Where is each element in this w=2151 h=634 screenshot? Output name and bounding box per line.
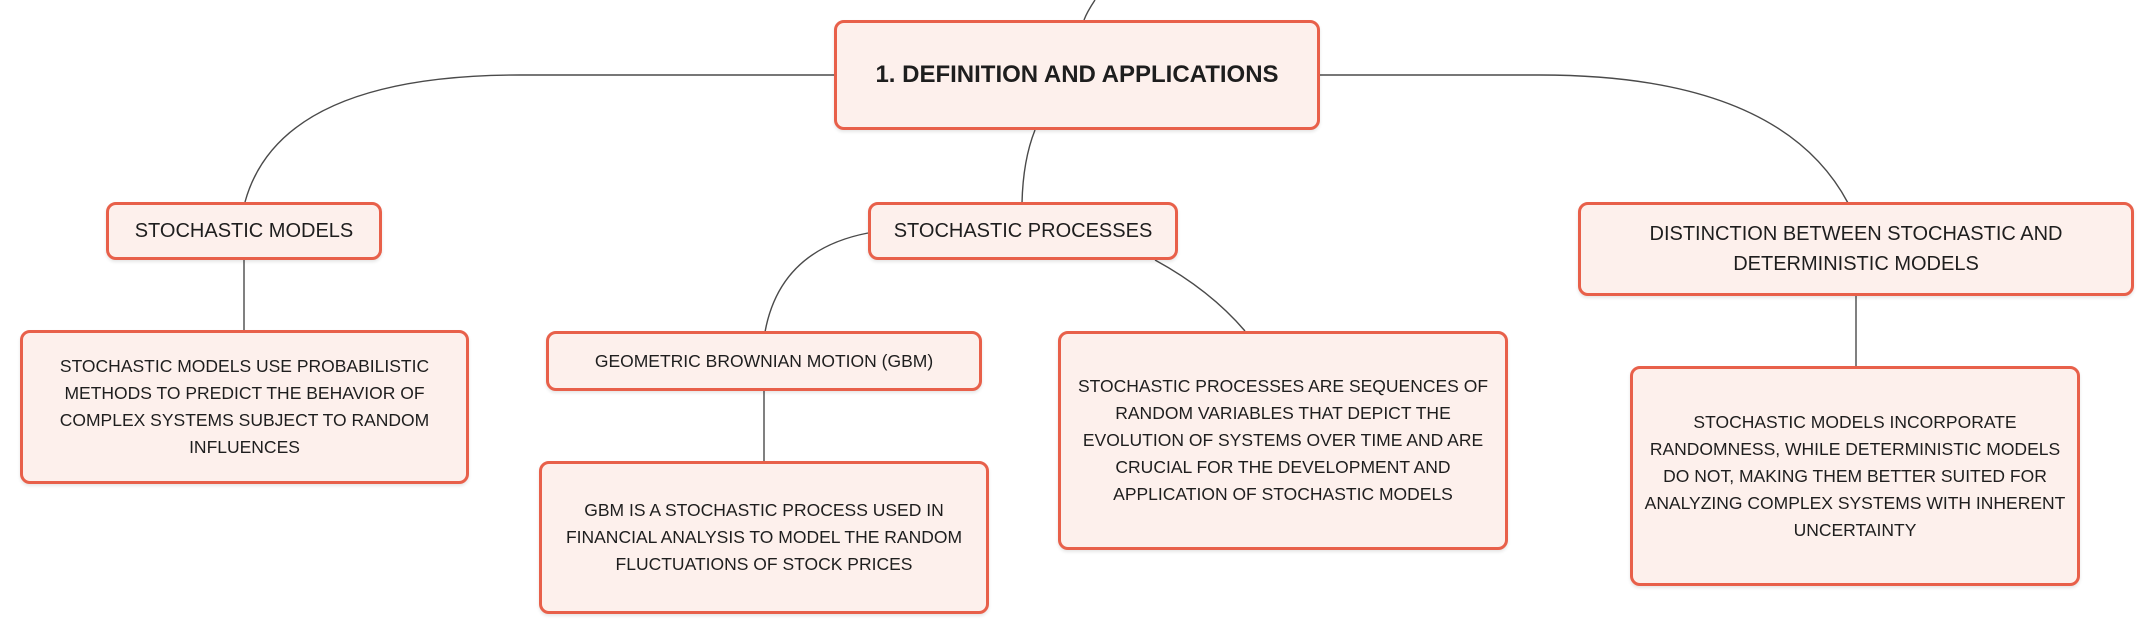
stochastic-models-detail-node[interactable]: STOCHASTIC MODELS USE PROBABILISTIC METH… — [20, 330, 469, 484]
distinction-node[interactable]: DISTINCTION BETWEEN STOCHASTIC AND DETER… — [1578, 202, 2134, 296]
connector-processes-to-gbm — [764, 232, 869, 333]
distinction-detail-node[interactable]: STOCHASTIC MODELS INCORPORATE RANDOMNESS… — [1630, 366, 2080, 586]
root-topic-label: 1. DEFINITION AND APPLICATIONS — [875, 61, 1279, 88]
connector-root-to-stochastic-models — [244, 74, 834, 203]
stochastic-processes-label: STOCHASTIC PROCESSES — [893, 220, 1153, 242]
stochastic-models-detail-text: STOCHASTIC MODELS USE PROBABILISTIC METH… — [59, 356, 430, 457]
root-topic-node[interactable]: 1. DEFINITION AND APPLICATIONS — [834, 20, 1320, 130]
distinction-label: DISTINCTION BETWEEN STOCHASTIC AND DETER… — [1649, 223, 2063, 275]
gbm-label: GEOMETRIC BROWNIAN MOTION (GBM) — [594, 350, 934, 371]
distinction-detail-text: STOCHASTIC MODELS INCORPORATE RANDOMNESS… — [1644, 411, 2066, 540]
gbm-detail-text: GBM IS A STOCHASTIC PROCESS USED IN FINA… — [565, 500, 963, 574]
stochastic-models-node[interactable]: STOCHASTIC MODELS — [106, 202, 382, 260]
stochastic-processes-detail-node[interactable]: STOCHASTIC PROCESSES ARE SEQUENCES OF RA… — [1058, 331, 1508, 550]
stochastic-processes-node[interactable]: STOCHASTIC PROCESSES — [868, 202, 1178, 260]
connector-parent-to-root — [1083, 0, 1096, 21]
connector-root-to-stochastic-processes — [1021, 129, 1036, 204]
connector-processes-to-detail — [1154, 259, 1246, 332]
connector-root-to-distinction — [1320, 74, 1849, 204]
gbm-detail-node[interactable]: GBM IS A STOCHASTIC PROCESS USED IN FINA… — [539, 461, 989, 614]
gbm-node[interactable]: GEOMETRIC BROWNIAN MOTION (GBM) — [546, 331, 982, 391]
stochastic-models-label: STOCHASTIC MODELS — [134, 220, 354, 242]
stochastic-processes-detail-text: STOCHASTIC PROCESSES ARE SEQUENCES OF RA… — [1077, 376, 1489, 504]
